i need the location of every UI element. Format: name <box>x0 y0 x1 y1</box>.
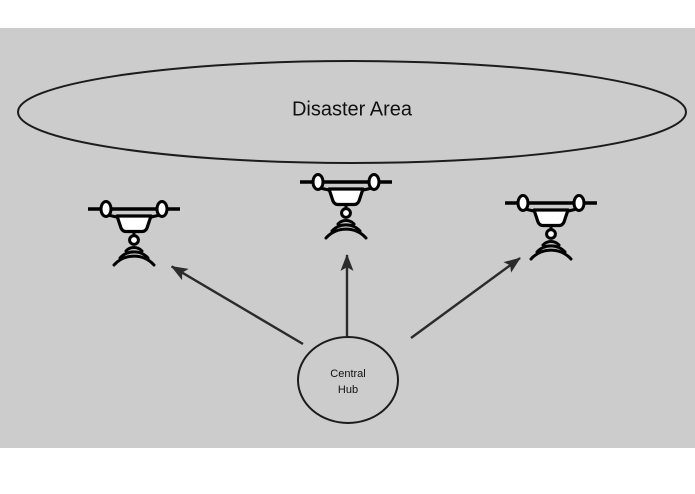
central-hub-node[interactable]: Central Hub <box>297 336 399 424</box>
disaster-area-label: Disaster Area <box>292 98 413 120</box>
connection-arrows <box>170 254 521 346</box>
central-hub-label-line2: Hub <box>338 384 358 396</box>
arrow-hub-to-right-drone[interactable] <box>410 257 521 339</box>
central-hub-label-line1: Central <box>330 368 365 380</box>
disaster-area-ellipse[interactable] <box>17 60 687 164</box>
central-hub-ellipse[interactable] <box>297 336 399 424</box>
disaster-area-region[interactable]: Disaster Area <box>17 60 687 164</box>
arrow-hub-to-left-drone[interactable] <box>170 265 304 346</box>
diagram-panel <box>0 28 695 448</box>
